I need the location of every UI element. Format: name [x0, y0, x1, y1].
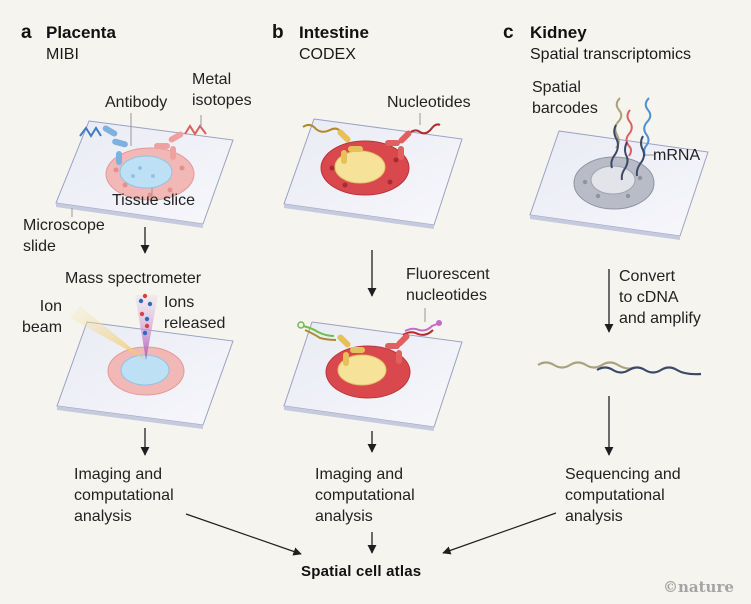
- panel-b-fluor-antibody-left: [297, 321, 365, 366]
- panel-b-analysis: Imaging and computational analysis: [315, 466, 415, 525]
- nature-credit: ©nature: [663, 578, 734, 596]
- panel-b-tissue-top: [320, 140, 410, 196]
- panel-a-analysis: Imaging and computational analysis: [74, 466, 174, 525]
- panel-c-analysis: Sequencing and computational analysis: [565, 466, 681, 525]
- panel-c-title: Kidney: [530, 23, 587, 42]
- panel-b-fluor-antibody-right: [385, 320, 442, 364]
- label-metal-isotopes: Metal isotopes: [192, 71, 252, 109]
- label-mrna: mRNA: [653, 147, 701, 164]
- panel-b-title: Intestine: [299, 23, 369, 42]
- panel-c-letter: c: [503, 22, 514, 43]
- label-ions-released: Ions released: [164, 294, 226, 332]
- released-ions: [138, 293, 153, 336]
- panel-a-antibody-red: [154, 124, 207, 160]
- panel-c-method: Spatial transcriptomics: [530, 46, 691, 63]
- spatial-barcodes: [614, 97, 652, 157]
- panel-a-title: Placenta: [46, 23, 116, 42]
- panel-c-tissue: [573, 156, 655, 210]
- panel-b-method: CODEX: [299, 46, 356, 63]
- panel-a-method: MIBI: [46, 46, 79, 63]
- label-spatial-barcodes: Spatial barcodes: [532, 79, 598, 117]
- panel-a-antibody-blue: [79, 125, 128, 165]
- label-fluorescent-nucleotides: Fluorescent nucleotides: [406, 266, 490, 304]
- ion-beam: [70, 306, 146, 360]
- label-ion-beam: Ion beam: [22, 298, 63, 336]
- label-nucleotides: Nucleotides: [387, 94, 471, 111]
- panel-b-antibody-red: [385, 123, 441, 160]
- label-microscope-slide: Microscope slide: [23, 217, 105, 255]
- spatial-cell-atlas: Spatial cell atlas: [301, 563, 422, 580]
- label-mass-spectrometer: Mass spectrometer: [65, 270, 202, 287]
- panel-a-leader-lines: [71, 113, 202, 217]
- panel-b-letter: b: [272, 22, 284, 43]
- panel-a-letter: a: [21, 22, 32, 43]
- panel-a-tissue-bottom: [107, 346, 185, 396]
- label-antibody: Antibody: [105, 94, 168, 111]
- label-convert-cdna: Convert to cDNA and amplify: [619, 268, 701, 327]
- panel-b-antibody-yellow: [302, 123, 363, 164]
- cdna-strands: [537, 361, 702, 376]
- panel-a-tissue-top: [105, 147, 195, 201]
- label-tissue-slice: Tissue slice: [112, 192, 195, 209]
- arrow-a-to-atlas: [185, 513, 302, 556]
- mrna-strands: [610, 124, 645, 181]
- arrow-c-to-atlas: [442, 512, 557, 555]
